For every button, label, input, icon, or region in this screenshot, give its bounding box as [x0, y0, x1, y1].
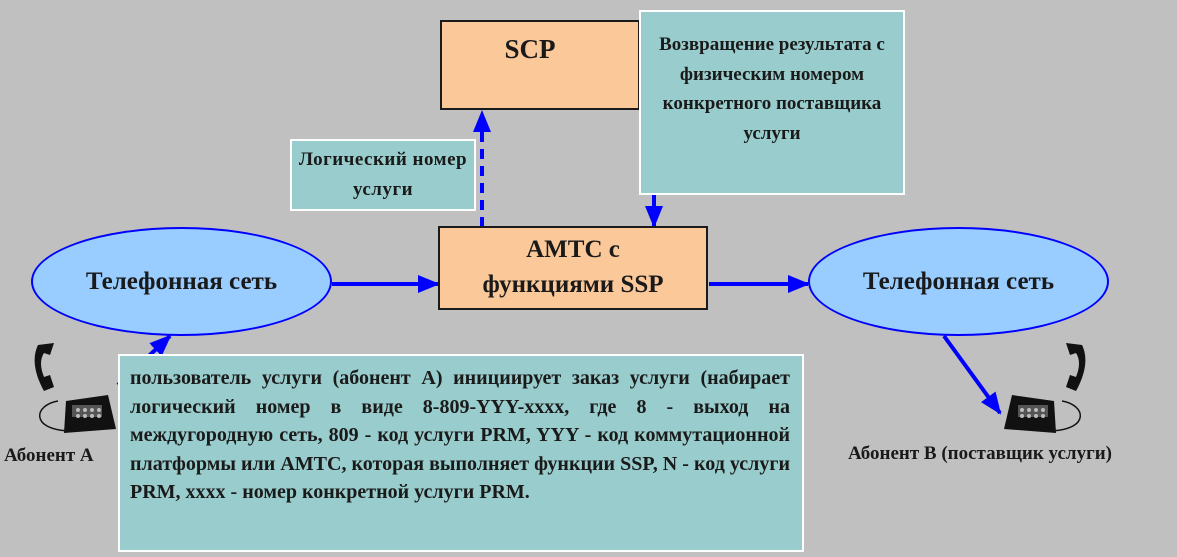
telephone-network-right-label: Телефонная сеть — [862, 267, 1055, 295]
scp-node: SCP — [440, 20, 640, 110]
description-text: пользователь услуги (абонент А) иницииру… — [130, 367, 790, 503]
arrow-network-to-subscriber-b — [942, 334, 1002, 415]
telephone-network-left: Телефонная сеть — [31, 227, 332, 336]
subscriber-a-caption: Абонент А — [4, 445, 94, 466]
amtc-ssp-node: АМТС с функциями SSP — [438, 226, 708, 310]
telephone-icon-subscriber-b — [1004, 343, 1086, 433]
logical-number-note: Логический номер услуги — [290, 139, 476, 211]
return-result-text: Возвращение результата с физическим номе… — [659, 34, 885, 144]
scp-label: SCP — [504, 34, 556, 64]
telephone-icon-subscriber-a — [34, 343, 116, 433]
return-result-note: Возвращение результата с физическим номе… — [639, 10, 905, 195]
description-note: пользователь услуги (абонент А) иницииру… — [118, 354, 804, 552]
telephone-network-right: Телефонная сеть — [808, 227, 1109, 336]
telephone-network-left-label: Телефонная сеть — [85, 267, 278, 295]
amtc-ssp-label: АМТС с функциями SSP — [482, 236, 664, 298]
logical-number-text: Логический номер услуги — [298, 149, 468, 200]
subscriber-b-caption: Абонент В (поставщик услуги) — [848, 443, 1112, 464]
